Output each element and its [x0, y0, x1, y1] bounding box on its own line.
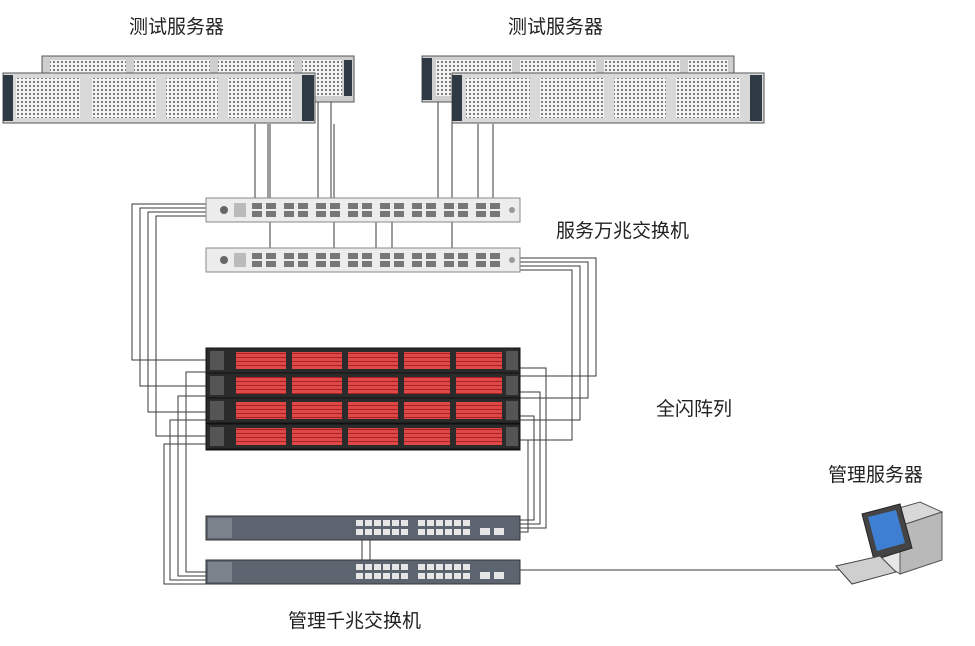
test-server-right-label: 测试服务器 [508, 16, 604, 38]
cables [131, 100, 840, 585]
array-unit-4 [205, 423, 521, 450]
mgmt-server-computer-icon [835, 501, 944, 585]
mgmt-switch-label: 管理千兆交换机 [288, 610, 422, 632]
service-switch-lower [205, 247, 521, 273]
array-unit-2 [205, 372, 521, 399]
mgmt-switch-upper [205, 515, 521, 541]
mgmt-server-label: 管理服务器 [828, 464, 924, 486]
service-switch-upper [205, 197, 521, 223]
service-switch-label: 服务万兆交换机 [556, 220, 690, 242]
flash-array-label: 全闪阵列 [656, 398, 733, 420]
test-server-right-front [451, 72, 765, 124]
flash-array [205, 347, 521, 451]
array-unit-3 [205, 397, 521, 424]
test-server-left-front [2, 72, 316, 124]
test-server-left-label: 测试服务器 [129, 16, 225, 38]
array-unit-1 [205, 347, 521, 374]
mgmt-switch-lower [205, 559, 521, 585]
